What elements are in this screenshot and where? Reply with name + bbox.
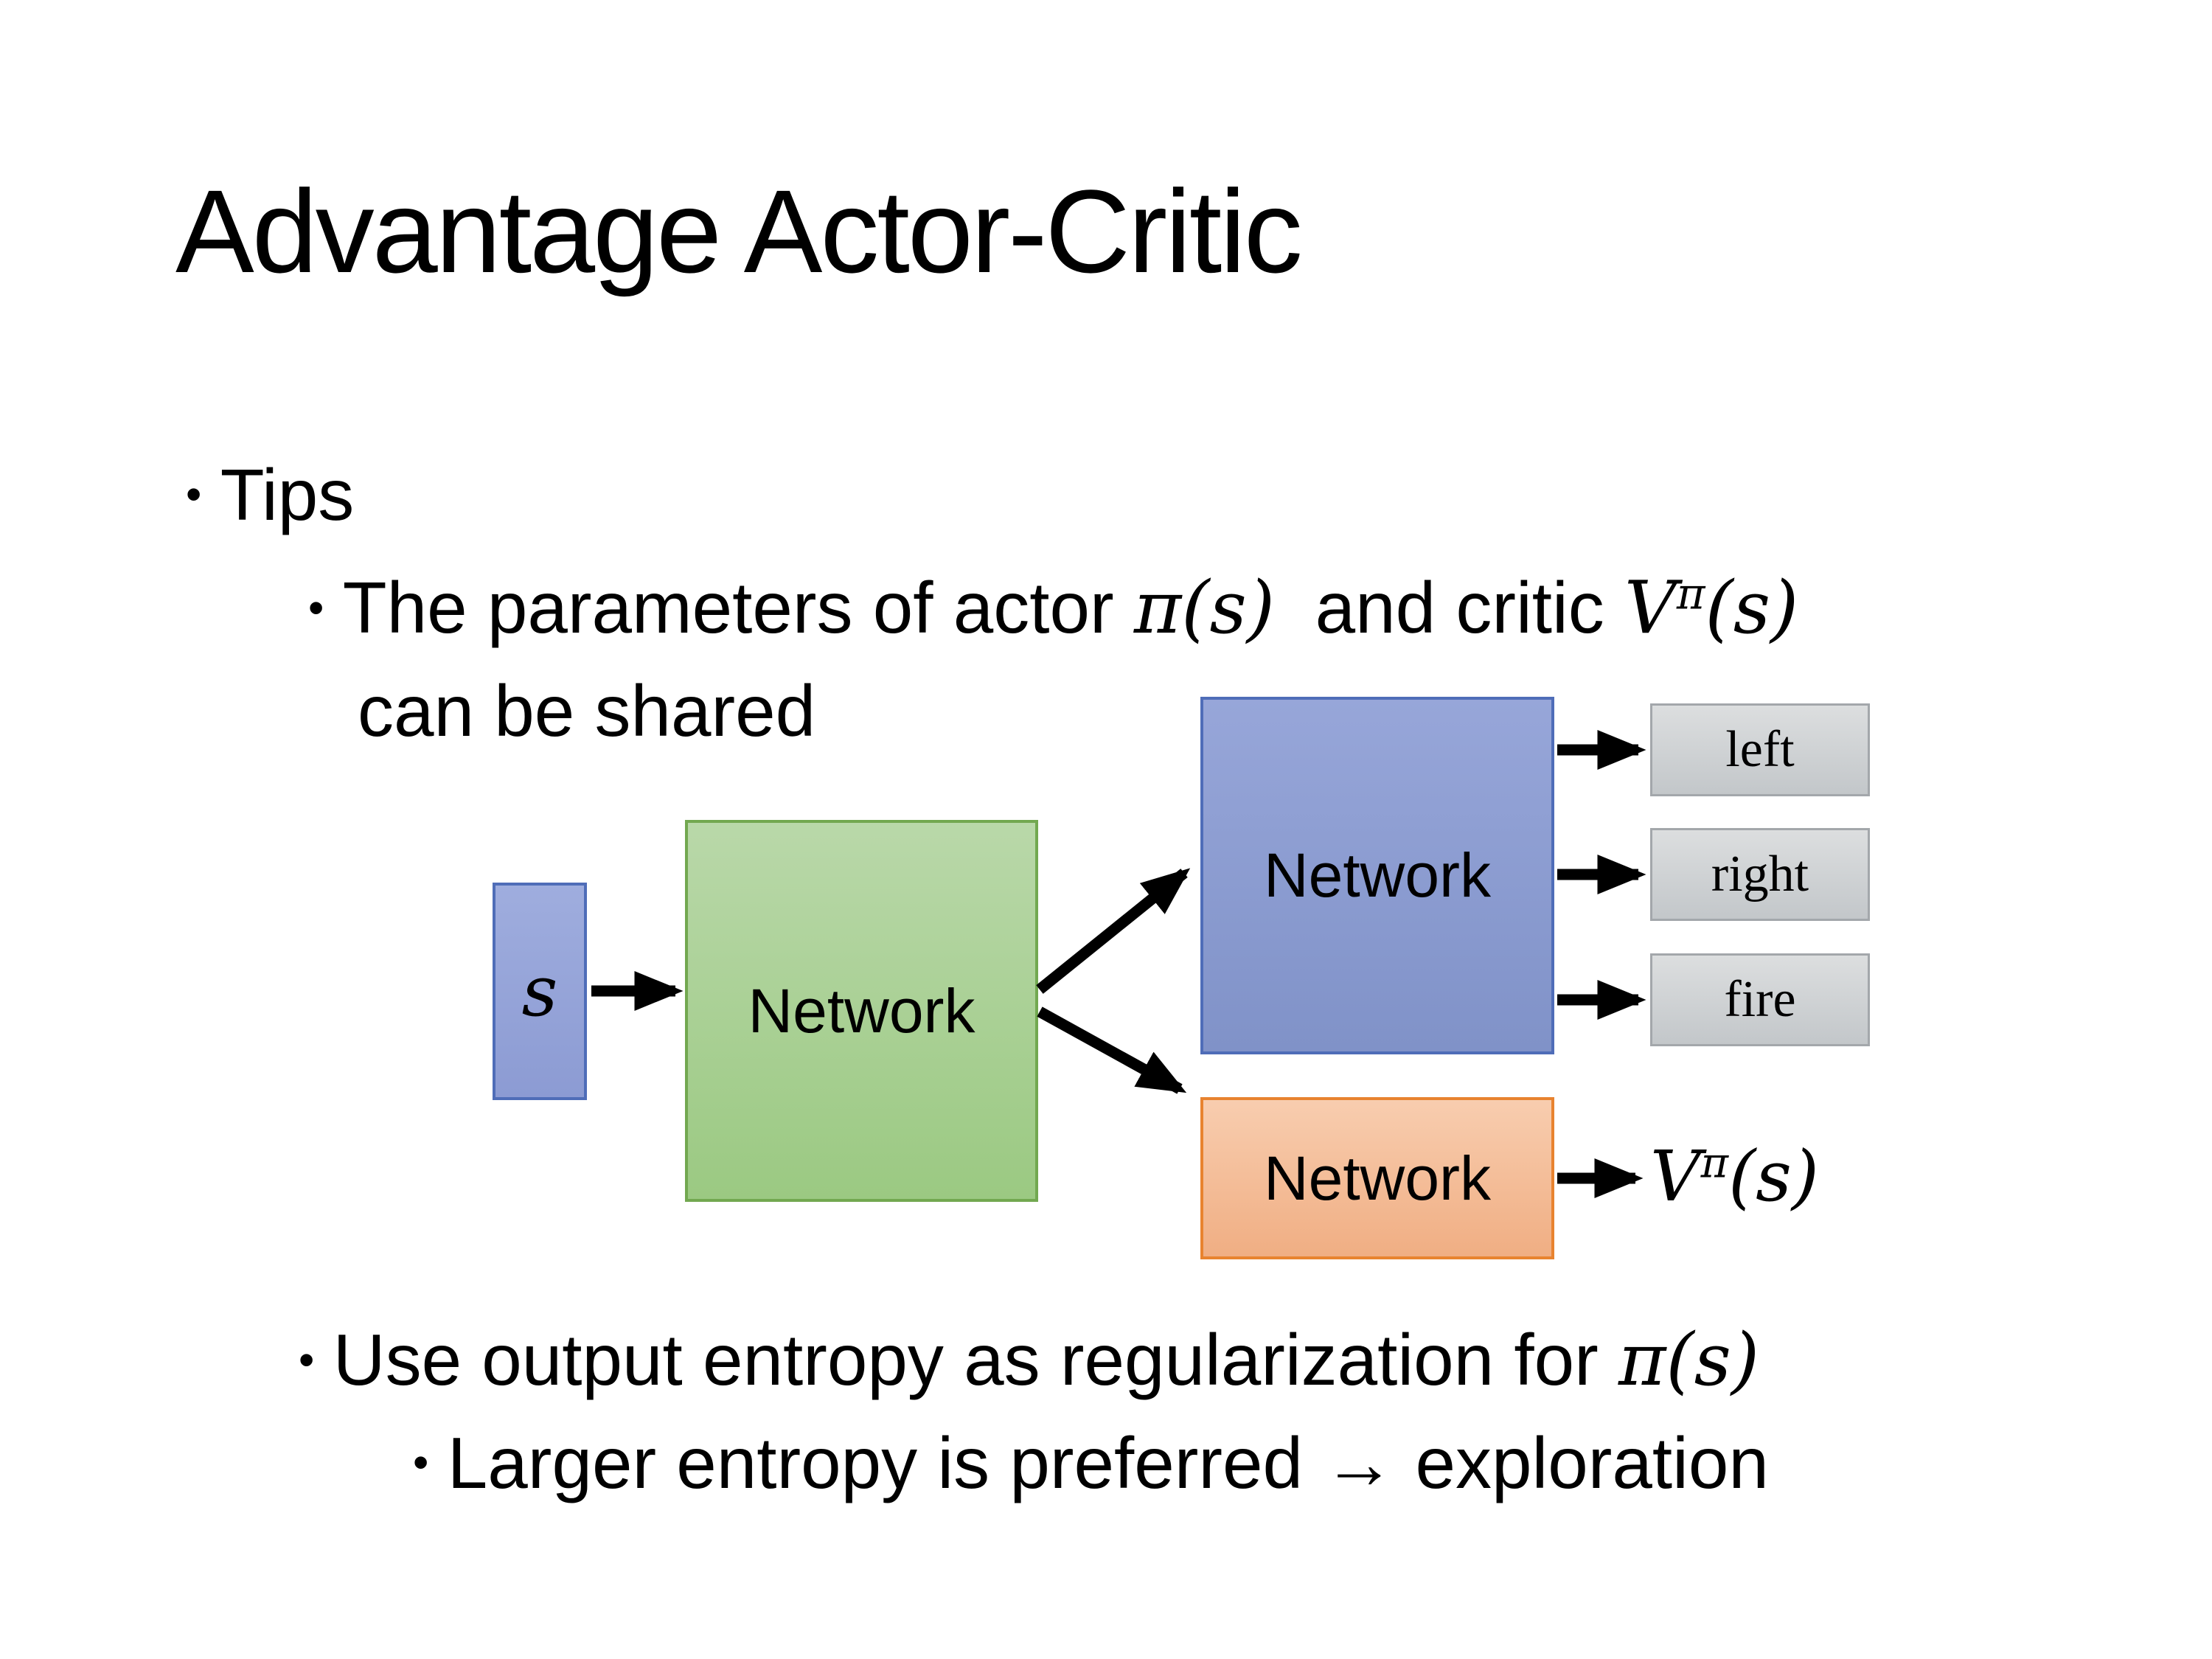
state-box: s [493,883,587,1100]
exploration-line: • Larger entropy is preferred → explorat… [413,1422,1769,1505]
bullet-dot-icon: • [413,1437,429,1488]
action-fire-label: fire [1724,971,1796,1028]
entropy-pi-math: π(s) [1618,1318,1760,1402]
action-right-label: right [1711,846,1809,902]
action-box-left: left [1650,703,1870,796]
value-output-base: V [1650,1136,1701,1217]
critic-network-box: Network [1200,1097,1554,1259]
value-output-label: Vπ(s) [1650,1132,1819,1223]
critic-value-base: V [1624,566,1677,650]
params-text-1: The parameters of actor [342,567,1134,648]
exploration-text: Larger entropy is preferred → exploratio… [447,1422,1769,1503]
critic-network-label: Network [1263,1143,1492,1213]
params-line-1: • The parameters of actor π(s) and criti… [308,566,1798,650]
action-left-label: left [1725,721,1795,778]
actor-network-box: Network [1200,697,1554,1054]
critic-value-args: (s) [1705,566,1799,650]
actor-network-label: Network [1263,841,1492,910]
entropy-text: Use output entropy as regularization for [333,1319,1618,1400]
bullet-dot-icon: • [308,582,324,633]
params-text-2: and critic [1295,567,1625,648]
arrow-shared-to-critic [1037,1006,1187,1094]
tips-line: • Tips [186,453,354,537]
page-title: Advantage Actor-Critic [175,165,1303,297]
shared-network-box: Network [685,820,1038,1202]
state-label: s [521,950,558,1032]
entropy-line: • Use output entropy as regularization f… [299,1318,1759,1402]
actor-pi-math: π(s) [1133,566,1275,650]
critic-value-sup: π [1676,568,1705,619]
value-output-sup: π [1700,1138,1729,1188]
arrow-shared-to-actor [1036,868,1191,994]
shared-network-label: Network [748,975,975,1046]
params-line-2: can be shared [358,670,816,751]
tips-text: Tips [220,454,355,535]
action-box-fire: fire [1650,953,1870,1046]
action-box-right: right [1650,828,1870,921]
bullet-dot-icon: • [299,1334,315,1385]
value-output-args: (s) [1728,1136,1819,1217]
bullet-dot-icon: • [186,469,202,520]
